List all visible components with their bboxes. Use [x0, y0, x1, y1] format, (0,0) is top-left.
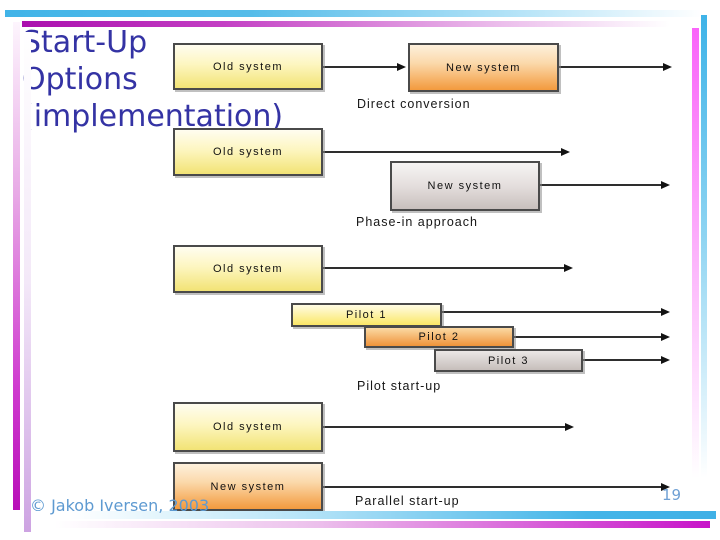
arrow-head-icon: [661, 308, 670, 316]
arrow-direct-old-to-new: [323, 63, 406, 72]
direct-old-system-box: Old system: [173, 43, 323, 90]
parallel-old-system-box: Old system: [173, 402, 323, 452]
pilot-3-box: Pilot 3: [434, 349, 583, 372]
arrow-shaft: [540, 184, 663, 186]
arrow-shaft: [323, 267, 566, 269]
top-blue-accent-bar: [5, 10, 703, 17]
arrow-head-icon: [564, 264, 573, 272]
title-line-1: Start-Up: [22, 25, 148, 60]
pilot-2-box: Pilot 2: [364, 326, 514, 348]
arrow-parallel-new-out: [323, 483, 670, 492]
arrow-pilot-old-out: [323, 264, 573, 273]
arrow-shaft: [323, 151, 563, 153]
copyright-credit: © Jakob Iversen, 2003: [30, 496, 210, 515]
arrow-phasein-new-out: [540, 181, 670, 190]
right-blue-accent-bar: [701, 15, 707, 502]
phase-in-approach-label: Phase-in approach: [356, 215, 478, 229]
phasein-old-system-box: Old system: [173, 128, 323, 176]
arrow-direct-new-out: [559, 63, 672, 72]
arrow-head-icon: [661, 181, 670, 189]
title-line-2: Options: [22, 62, 138, 97]
bottom-magenta-accent-bar: [55, 521, 710, 528]
arrow-shaft: [442, 311, 663, 313]
parallel-new-system-box: New system: [173, 462, 323, 511]
arrow-shaft: [323, 66, 399, 68]
pilot-1-box: Pilot 1: [291, 303, 442, 327]
arrow-head-icon: [663, 63, 672, 71]
parallel-start-up-label: Parallel start-up: [355, 494, 460, 508]
arrow-head-icon: [661, 483, 670, 491]
pilot-start-up-label: Pilot start-up: [357, 379, 442, 393]
arrow-pilot-1-out: [442, 308, 670, 317]
top-magenta-accent-bar: [22, 21, 690, 27]
arrow-head-icon: [565, 423, 574, 431]
slide-title: Start-Up Options (implementation): [22, 24, 332, 135]
arrow-shaft: [323, 486, 663, 488]
right-pink-accent-bar: [692, 28, 699, 502]
arrow-parallel-old-out: [323, 423, 574, 432]
arrow-shaft: [514, 336, 663, 338]
arrow-head-icon: [397, 63, 406, 71]
arrow-pilot-3-out: [583, 356, 670, 365]
arrow-shaft: [583, 359, 663, 361]
left-magenta-accent-bar: [13, 22, 20, 510]
arrow-phasein-old-out: [323, 148, 570, 157]
phasein-new-system-box: New system: [390, 161, 540, 211]
arrow-pilot-2-out: [514, 333, 670, 342]
direct-conversion-label: Direct conversion: [357, 97, 471, 111]
arrow-shaft: [559, 66, 665, 68]
arrow-head-icon: [661, 356, 670, 364]
arrow-head-icon: [661, 333, 670, 341]
arrow-shaft: [323, 426, 567, 428]
left-purple-accent-bar: [24, 32, 31, 532]
direct-new-system-box: New system: [408, 43, 559, 92]
arrow-head-icon: [561, 148, 570, 156]
bottom-blue-accent-bar: [70, 511, 716, 519]
page-number: 19: [662, 486, 682, 504]
pilot-old-system-box: Old system: [173, 245, 323, 293]
